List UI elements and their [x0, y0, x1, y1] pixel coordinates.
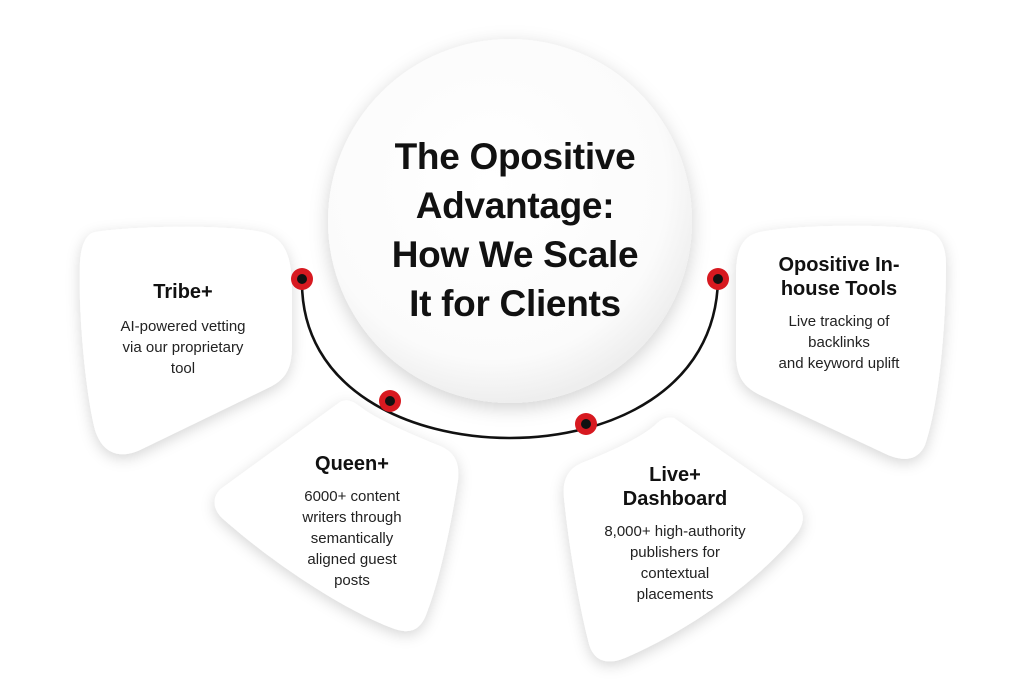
tools-desc-line: and keyword uplift: [778, 355, 900, 372]
node-live: [575, 413, 597, 435]
tools-desc-line: Live tracking of: [788, 313, 890, 330]
tribe-card-text: Tribe+ AI-powered vetting via our propri…: [88, 280, 278, 379]
queen-card-title: Queen+: [262, 452, 442, 476]
tribe-title-line: Tribe+: [153, 281, 213, 303]
tribe-card-title: Tribe+: [88, 280, 278, 304]
tribe-desc-line: via our proprietary: [122, 339, 244, 356]
queen-card-description: 6000+ content writers through semantical…: [262, 486, 442, 591]
node-queen: [379, 390, 401, 412]
tribe-card-description: AI-powered vetting via our proprietary t…: [88, 316, 278, 379]
tools-card: [736, 225, 946, 459]
center-title-line: The Opositive: [394, 136, 636, 177]
queen-desc-line: writers through: [302, 509, 402, 526]
queen-desc-line: aligned guest: [307, 551, 397, 568]
live-title-line: Dashboard: [622, 488, 728, 510]
queen-card: [214, 400, 459, 632]
center-title-line: It for Clients: [409, 283, 621, 324]
queen-desc-line: semantically: [310, 530, 394, 547]
tools-card-text: Opositive In- house Tools Live tracking …: [744, 253, 934, 374]
center-title-line: Advantage:: [415, 185, 615, 226]
live-desc-line: publishers for: [629, 544, 721, 561]
center-title-line: How We Scale: [391, 234, 639, 275]
live-card-description: 8,000+ high-authority publishers for con…: [580, 521, 770, 605]
live-desc-line: placements: [636, 586, 714, 603]
node-tools: [707, 268, 729, 290]
live-desc-line: 8,000+ high-authority: [604, 523, 746, 540]
tools-card-title: Opositive In- house Tools: [744, 253, 934, 301]
queen-desc-line: posts: [334, 572, 370, 589]
tribe-desc-line: AI-powered vetting: [120, 318, 246, 335]
live-desc-line: contextual: [640, 565, 710, 582]
live-card-text: Live+ Dashboard 8,000+ high-authority pu…: [580, 463, 770, 605]
queen-desc-line: 6000+ content: [304, 488, 400, 505]
tools-title-line: Opositive In-: [778, 254, 900, 276]
tools-desc-line: backlinks: [808, 334, 870, 351]
live-title-line: Live+: [649, 464, 701, 486]
live-card-title: Live+ Dashboard: [580, 463, 770, 511]
queen-card-text: Queen+ 6000+ content writers through sem…: [262, 452, 442, 591]
tools-title-line: house Tools: [780, 278, 898, 300]
live-card: [563, 417, 803, 662]
queen-title-line: Queen+: [315, 453, 389, 475]
center-circle: [328, 39, 692, 403]
connector-arc: [300, 278, 720, 440]
tools-card-description: Live tracking of backlinks and keyword u…: [744, 311, 934, 374]
center-title: The Opositive Advantage: How We Scale It…: [345, 132, 685, 328]
tribe-desc-line: tool: [170, 360, 196, 377]
node-tribe: [291, 268, 313, 290]
tribe-card: [79, 226, 292, 455]
